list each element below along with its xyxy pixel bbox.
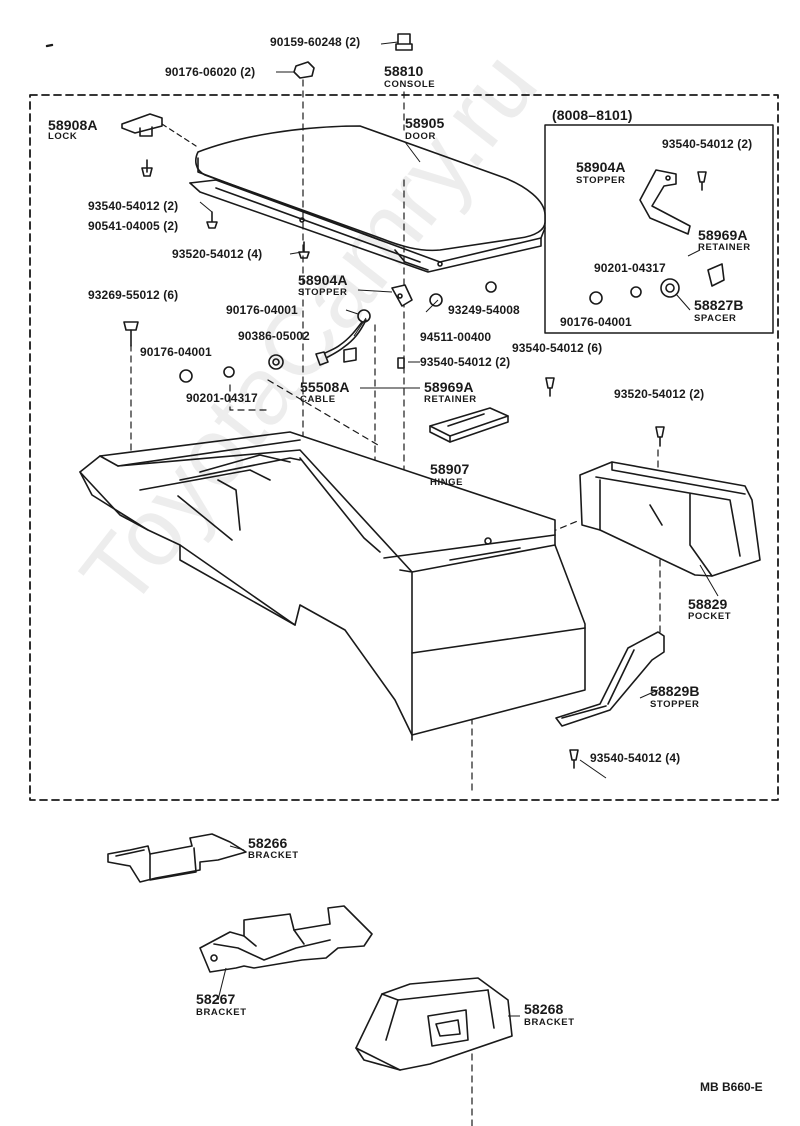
- part-90159-60248-label: 90159-60248 (2): [270, 35, 361, 49]
- part-90541-04005-label: 90541-04005 (2): [88, 219, 179, 233]
- part-58908a-name: LOCK: [48, 131, 78, 142]
- part-58267-label: 58267: [196, 991, 236, 1007]
- inset-58904a-name: STOPPER: [576, 175, 626, 186]
- inset-90176-04001-label: 90176-04001: [560, 315, 632, 329]
- pocket-part: [579, 461, 761, 577]
- stopper-part: [391, 284, 413, 307]
- top-fasteners: [293, 33, 413, 79]
- bracket-58267: [199, 905, 373, 973]
- inset-58827b-name: SPACER: [694, 313, 737, 324]
- part-58969a-label: 58969A: [424, 379, 474, 395]
- cable-part: [315, 319, 367, 366]
- leader-lines: [199, 41, 719, 1017]
- part-58908a-label: 58908A: [48, 117, 98, 133]
- inset-58969a-name: RETAINER: [698, 242, 751, 253]
- part-58904a-name: STOPPER: [298, 287, 348, 298]
- part-58829-name: POCKET: [688, 611, 732, 622]
- part-93540-54012-c-label: 93540-54012 (6): [512, 341, 603, 355]
- part-58268-name: BRACKET: [524, 1017, 575, 1028]
- part-93540-54012-d-label: 93540-54012 (4): [590, 751, 681, 765]
- part-90201-04317-label: 90201-04317: [186, 391, 258, 405]
- part-93540-54012-a-label: 93540-54012 (2): [88, 199, 179, 213]
- door-screws: [141, 159, 310, 259]
- part-58268-label: 58268: [524, 1001, 564, 1017]
- part-58907-name: HINGE: [430, 477, 464, 488]
- part-58267-name: BRACKET: [196, 1007, 247, 1018]
- part-90176-04001-a-label: 90176-04001: [226, 303, 298, 317]
- part-58829b-name: STOPPER: [650, 699, 700, 710]
- pocket-stopper-part: [555, 631, 665, 727]
- part-93269-55012-label: 93269-55012 (6): [88, 288, 179, 302]
- lock-part: [121, 113, 197, 147]
- part-93520-54012-b-label: 93520-54012 (2): [614, 387, 705, 401]
- cable-fasteners: [179, 281, 497, 383]
- part-58969a-name: RETAINER: [424, 394, 477, 405]
- diagram-code: MB B660-E: [700, 1080, 763, 1094]
- part-94511-00400-label: 94511-00400: [420, 330, 492, 344]
- part-58266-label: 58266: [248, 835, 288, 851]
- inset-90201-04317-label: 90201-04317: [594, 261, 666, 275]
- part-58905-name: DOOR: [405, 131, 436, 142]
- part-58905-label: 58905: [405, 115, 445, 131]
- variant-label: (8008–8101): [552, 107, 633, 123]
- part-93520-54012-a-label: 93520-54012 (4): [172, 247, 263, 261]
- part-55508a-label: 55508A: [300, 379, 350, 395]
- inset-93540-54012-label: 93540-54012 (2): [662, 137, 753, 151]
- part-58810-label: 58810: [384, 63, 424, 79]
- part-58829b-label: 58829B: [650, 683, 700, 699]
- inset-58904a-label: 58904A: [576, 159, 626, 175]
- part-58904a-label: 58904A: [298, 272, 348, 288]
- part-90386-05002-label: 90386-05002: [238, 329, 310, 343]
- part-93540-54012-b-label: 93540-54012 (2): [420, 355, 511, 369]
- hinge-part: [429, 407, 509, 443]
- bracket-58266: [107, 833, 247, 883]
- part-58266-name: BRACKET: [248, 850, 299, 861]
- inset-58827b-label: 58827B: [694, 297, 744, 313]
- part-90176-04001-b-label: 90176-04001: [140, 345, 212, 359]
- left-screws: [123, 321, 665, 769]
- inset-58969a-label: 58969A: [698, 227, 748, 243]
- bracket-58268: [355, 977, 513, 1071]
- inset-stopper-assembly: [589, 169, 725, 305]
- part-90176-06020-label: 90176-06020 (2): [165, 65, 256, 79]
- part-55508a-name: CABLE: [300, 394, 336, 405]
- part-58907-label: 58907: [430, 461, 470, 477]
- part-93249-54008-label: 93249-54008: [448, 303, 520, 317]
- part-58829-label: 58829: [688, 596, 728, 612]
- part-58810-name: CONSOLE: [384, 79, 436, 90]
- console-body: [79, 431, 586, 741]
